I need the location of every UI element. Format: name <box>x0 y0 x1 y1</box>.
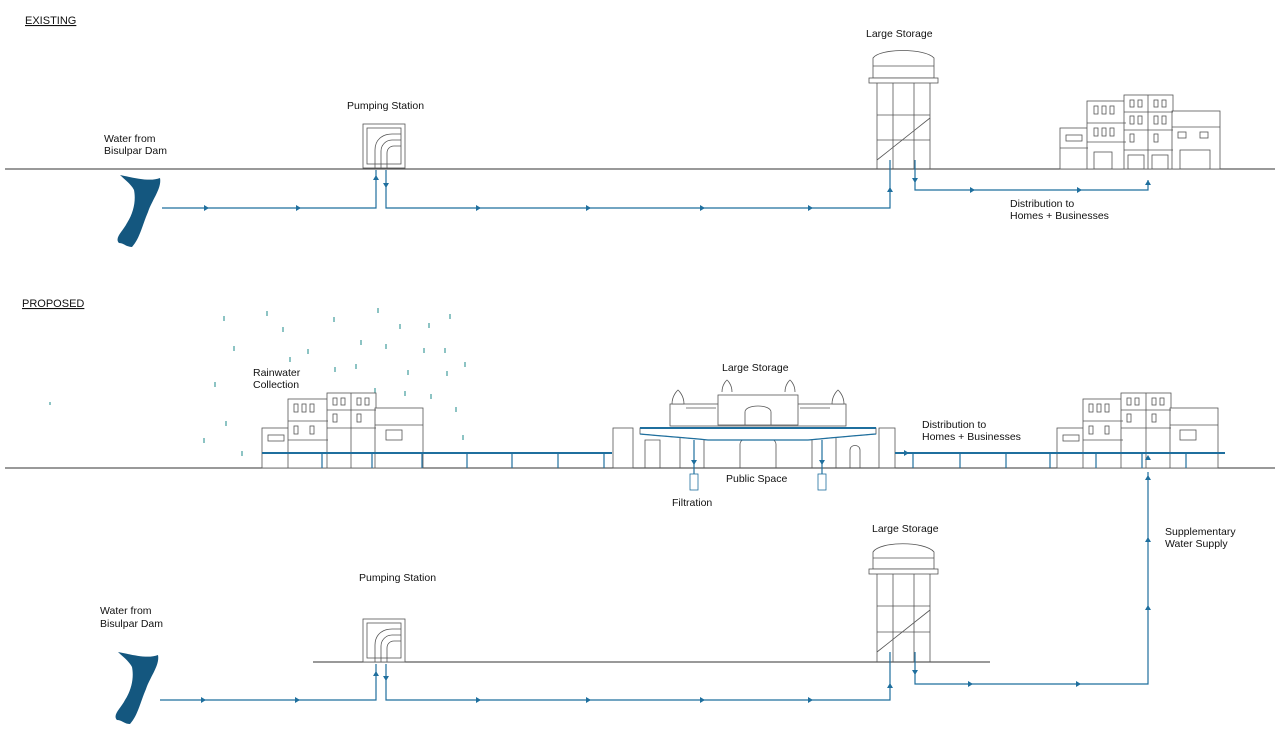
storage-lower-label: Large Storage <box>872 523 939 535</box>
source-lower-label-1: Water from <box>100 605 152 617</box>
fort-icon <box>612 379 896 469</box>
water-tower-icon-lower <box>868 543 939 662</box>
rain-drop-icon <box>49 308 466 456</box>
storage-top-label: Large Storage <box>722 362 789 374</box>
source-lower-label-2: Bisulpar Dam <box>100 618 163 630</box>
collection-pipe-left <box>262 452 612 468</box>
flow-arrows-lower <box>201 455 1151 703</box>
pumping-station-icon <box>362 123 406 169</box>
distribution-label-2: Homes + Businesses <box>1010 210 1109 222</box>
distribution-proposed-label-1: Distribution to <box>922 419 986 431</box>
pipe-network-lower <box>160 472 1149 701</box>
distribution-label-1: Distribution to <box>1010 198 1074 210</box>
buildings-icon-right <box>1056 392 1219 469</box>
source-label-1: Water from <box>104 133 156 145</box>
dam-water-icon <box>117 175 161 247</box>
distribution-proposed-label-2: Homes + Businesses <box>922 431 1021 443</box>
flow-arrows-existing <box>204 175 1151 211</box>
supply-label-2: Water Supply <box>1165 538 1228 550</box>
pipe-network-existing <box>162 160 1149 209</box>
section-title-existing: EXISTING <box>25 15 76 27</box>
rain-label-2: Collection <box>253 379 299 391</box>
pumping-station-icon-lower <box>362 618 406 663</box>
supply-label-1: Supplementary <box>1165 526 1236 538</box>
distribution-pipe-right <box>895 450 1225 468</box>
storage-label: Large Storage <box>866 28 933 40</box>
buildings-icon-left <box>261 392 424 469</box>
filtration-tanks <box>689 440 827 491</box>
pumping-label: Pumping Station <box>347 100 424 112</box>
water-tower-icon <box>868 50 939 169</box>
filtration-label: Filtration <box>672 497 712 509</box>
section-title-proposed: PROPOSED <box>22 298 84 310</box>
buildings-icon <box>1059 94 1221 170</box>
public-space-label: Public Space <box>726 473 787 485</box>
dam-water-icon-lower <box>115 652 159 724</box>
source-label-2: Bisulpar Dam <box>104 145 167 157</box>
pumping-lower-label: Pumping Station <box>359 572 436 584</box>
rain-label-1: Rainwater <box>253 367 301 379</box>
